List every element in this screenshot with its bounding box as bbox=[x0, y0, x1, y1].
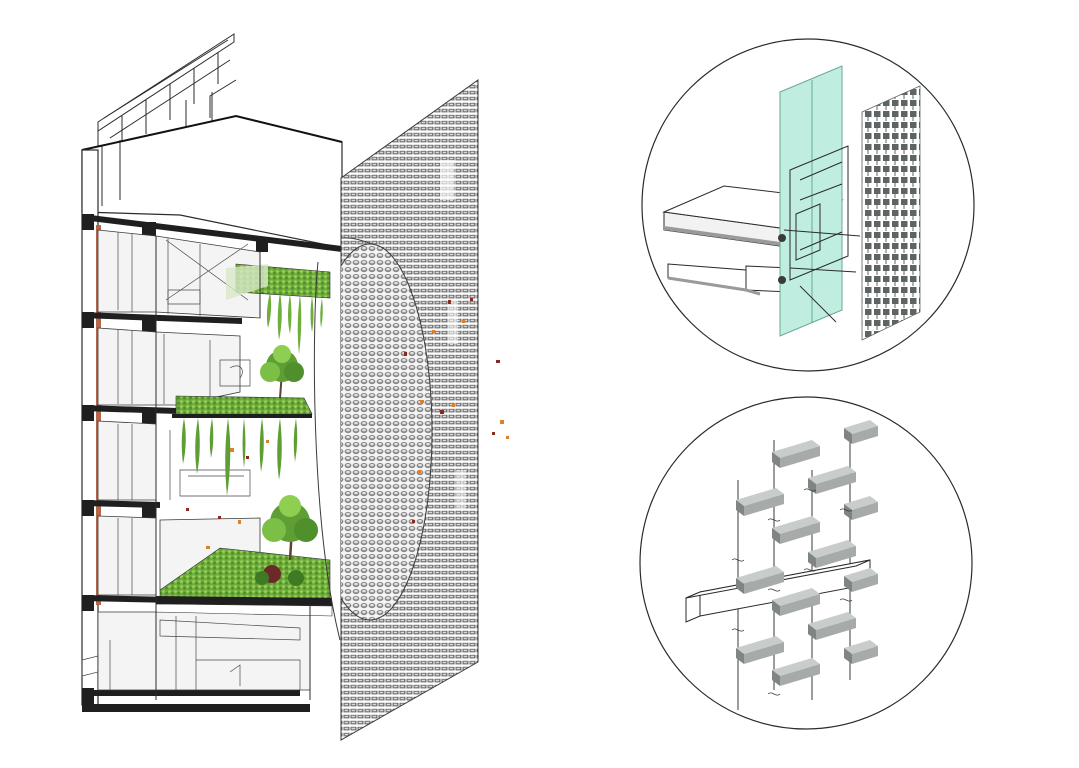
detail-frame-bottom bbox=[639, 396, 973, 730]
perforated-facade-screen bbox=[313, 79, 479, 741]
west-wall-section bbox=[81, 149, 99, 706]
detail-glazing-facade bbox=[641, 38, 975, 372]
facade-oval-opening bbox=[341, 243, 433, 621]
interior-rooms bbox=[97, 229, 311, 691]
building-section-axonometric bbox=[81, 33, 509, 741]
detail-brick-screen bbox=[639, 396, 973, 730]
roof-slab bbox=[81, 115, 343, 249]
brick-units bbox=[736, 420, 878, 686]
screen-panel bbox=[861, 85, 921, 341]
glass-panel bbox=[779, 65, 843, 337]
middle-garden-terrace bbox=[172, 345, 313, 496]
interior-linework bbox=[81, 232, 301, 690]
lower-garden-terrace bbox=[155, 495, 333, 617]
falling-leaves bbox=[186, 298, 509, 549]
